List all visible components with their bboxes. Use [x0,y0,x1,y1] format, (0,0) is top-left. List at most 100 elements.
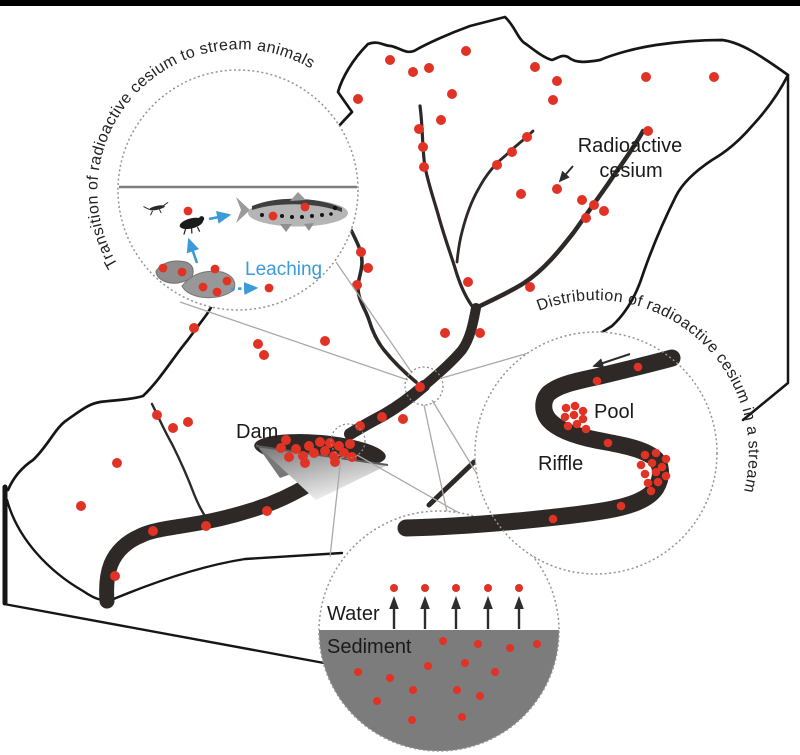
cesium-dot [506,644,514,652]
cesium-dot [222,276,232,286]
cesium-dot [212,287,222,297]
cesium-dot [198,282,208,292]
fish-eye [332,205,338,211]
release-arrow-head [451,596,461,609]
cesium-dot [577,195,587,205]
cesium-dot [603,438,613,448]
riffle-label: Riffle [538,453,583,475]
cesium-dot [530,62,540,72]
main-stem-upper [419,303,481,391]
cesium-dot [355,421,365,431]
cesium-dot [548,514,558,524]
sediment-dots [354,637,541,724]
larva-head [198,216,205,222]
cesium-dot [633,362,643,372]
cesium-dot [640,450,650,460]
cesium-dot [476,692,484,700]
cesium-dot [320,446,330,456]
larva-body [179,217,204,230]
insect-to-fish-arrow [208,210,232,224]
cesium-dot [390,584,398,592]
cesium-dot [320,336,330,346]
leaf-to-insect-arrow [186,237,200,264]
cesium-dot [363,263,373,273]
cesium-dot [560,412,570,422]
cesium-dot [409,686,417,694]
cesium-dot [421,584,429,592]
main-stem-lower [99,476,318,609]
cesium-dot [572,419,582,429]
cesium-dot [152,410,162,420]
callout-line [423,404,448,513]
cesium-dot [507,147,517,157]
sediment-release-dots [390,584,523,592]
cesium-dot [408,67,418,77]
cesium-dot [259,350,269,360]
cesium-dot [581,213,591,223]
cesium-dot [515,584,523,592]
cesium-dot [436,115,446,125]
cesium-dot [452,584,460,592]
cesium-dot [201,521,211,531]
cesium-dot [491,668,499,676]
fish-fin [304,223,314,231]
cesium-dot [210,264,220,274]
cesium-dot [640,469,650,479]
stream-segment-southeast [426,459,477,508]
transition-inset: Leaching Transition of radioactive cesiu… [84,36,359,311]
callout-line [335,261,413,374]
cesium-dot [168,423,178,433]
transition-inset-border [117,69,359,311]
cesium-dot [189,323,199,333]
sediment-arrows [389,596,524,629]
cesium-dot [570,401,580,411]
top-frame-bar [0,0,800,6]
cesium-dot [552,184,562,194]
cesium-dot [284,452,294,462]
cesium-dot [581,424,591,434]
cesium-dot [552,76,562,86]
cesium-dot [661,454,671,464]
sediment-inset-border [318,510,560,752]
cesium-dot [356,247,366,257]
tributary-west [349,228,418,384]
magnifier-circle-stream [404,366,444,406]
radioactive-cesium-pointer-arrow [558,165,574,183]
release-arrow-head [514,596,524,609]
cesium-dot [522,132,532,142]
cesium-dot [415,382,425,392]
cesium-dot [414,124,424,134]
cesium-dot [484,584,492,592]
callout-line [329,456,342,558]
block-right-face-edge [741,74,790,422]
cesium-dot [657,462,667,472]
cesium-dot [592,376,602,386]
cesium-dot [291,444,301,454]
pool-inset-border [474,331,718,575]
meandering-stream [397,349,681,537]
flow-direction-arrow [592,353,631,368]
cesium-dot [463,277,473,287]
cesium-dot [339,448,349,458]
cesium-dot [447,89,457,99]
tributary-small-west [150,402,209,521]
leaching-label: Leaching [245,259,322,280]
callout-line [179,301,409,381]
cesium-dot [315,437,325,447]
cesium-dot [177,267,187,277]
aquatic-insects [143,201,205,235]
cesium-dot [148,526,158,536]
pool-dots [548,362,671,524]
cesium-dot [453,686,461,694]
cesium-dot [516,189,526,199]
fish-back-stripe [252,198,342,212]
fish-fin [280,224,292,232]
cesium-dot [419,162,429,172]
map-dots [76,46,719,581]
cesium-dot [458,713,466,721]
cesium-dot [643,478,653,488]
release-arrow-head [420,596,430,609]
cesium-dot [492,160,502,170]
magnifier-circle-dam [330,423,366,459]
